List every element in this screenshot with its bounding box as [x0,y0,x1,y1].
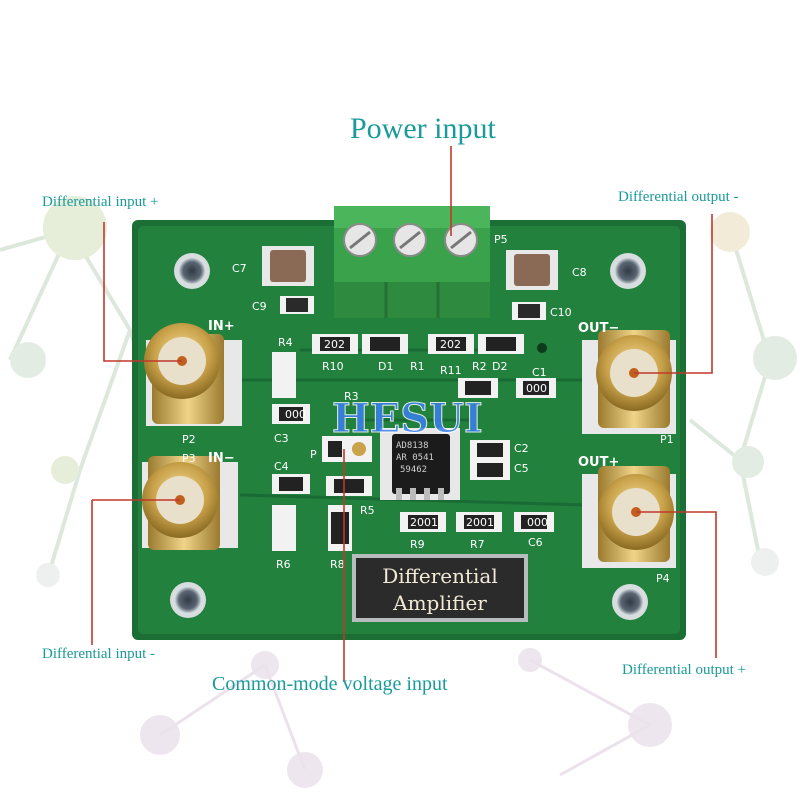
sma-connector-out-plus [582,466,676,568]
callout-lines [91,146,717,682]
silk-c7: C7 [232,262,247,275]
silk-c10: C10 [550,306,572,319]
silk-r11: R11 [440,364,462,377]
chip-line2: AR 0541 [396,453,434,463]
sma-connector-in-plus [144,323,242,426]
silk-res-2001-b: 2001 [466,516,494,529]
mounting-holes [170,253,648,620]
silk-r9: R9 [410,538,425,551]
silk-c6: C6 [528,536,543,549]
power-terminal-block [334,206,490,318]
product-label-plate [352,554,528,622]
chip-line3: 59462 [400,465,427,475]
silk-r7: R7 [470,538,485,551]
silk-d2: D2 [492,360,507,373]
callout-diff-output-plus: Differential output + [622,662,746,678]
silk-in-plus: IN+ [208,319,235,334]
silk-res-000-a: 000 [285,408,306,421]
silk-p3: P3 [182,452,196,465]
common-mode-header [322,436,372,462]
silk-p: P [310,448,317,461]
silk-c3: C3 [274,432,289,445]
silk-c9: C9 [252,300,267,313]
silk-p2: P2 [182,433,196,446]
silk-c8: C8 [572,266,587,279]
silk-p5: P5 [494,233,508,246]
silk-out-plus: OUT+ [578,455,619,470]
silk-c4: C4 [274,460,289,473]
silk-r1: R1 [410,360,425,373]
callout-diff-input-plus: Differential input + [42,194,159,210]
silk-r2: R2 [472,360,487,373]
silk-c1: C1 [532,366,547,379]
silk-r4: R4 [278,336,293,349]
smd-components [272,296,556,551]
silk-r8: R8 [330,558,345,571]
silk-d1: D1 [378,360,393,373]
silk-res-2001-a: 2001 [410,516,438,529]
silk-c5: C5 [514,462,529,475]
silk-c2: C2 [514,442,529,455]
silk-res-000-c: 000 [527,516,548,529]
silk-r5: R5 [360,504,375,517]
callout-diff-output-minus: Differential output - [618,189,739,205]
silkscreen-labels: IN+ IN− OUT− OUT+ P2 P3 P1 P4 P5 P C7 C8… [182,233,674,585]
hesui-watermark: HESUI [332,395,483,442]
callout-common-mode: Common-mode voltage input [212,673,448,695]
chip-line1: AD8138 [396,441,429,451]
electrolytic-capacitors [262,246,558,290]
chip-marking: AD8138 AR 0541 59462 [396,441,434,475]
silk-res-202-a: 202 [324,338,345,351]
silk-p4: P4 [656,572,670,585]
pcb-board: IN+ IN− OUT− OUT+ P2 P3 P1 P4 P5 P C7 C8… [132,206,686,640]
product-label-line2: Amplifier [392,591,487,615]
silk-out-minus: OUT− [578,321,619,336]
silk-r10: R10 [322,360,344,373]
silk-res-202-b: 202 [440,338,461,351]
sma-connector-in-minus [142,456,238,550]
callout-diff-input-minus: Differential input - [42,646,156,662]
silk-p1: P1 [660,433,674,446]
callout-power-input: Power input [350,112,496,145]
silk-res-000-b: 000 [526,382,547,395]
product-label-text: Differential Amplifier [382,564,498,615]
sma-connector-out-minus [582,330,676,434]
opamp-ic [380,428,460,500]
silk-r3: R3 [344,390,359,403]
silk-r6: R6 [276,558,291,571]
silk-in-minus: IN− [208,451,235,466]
background-nodes [10,196,797,788]
product-label-line1: Differential [382,564,498,588]
